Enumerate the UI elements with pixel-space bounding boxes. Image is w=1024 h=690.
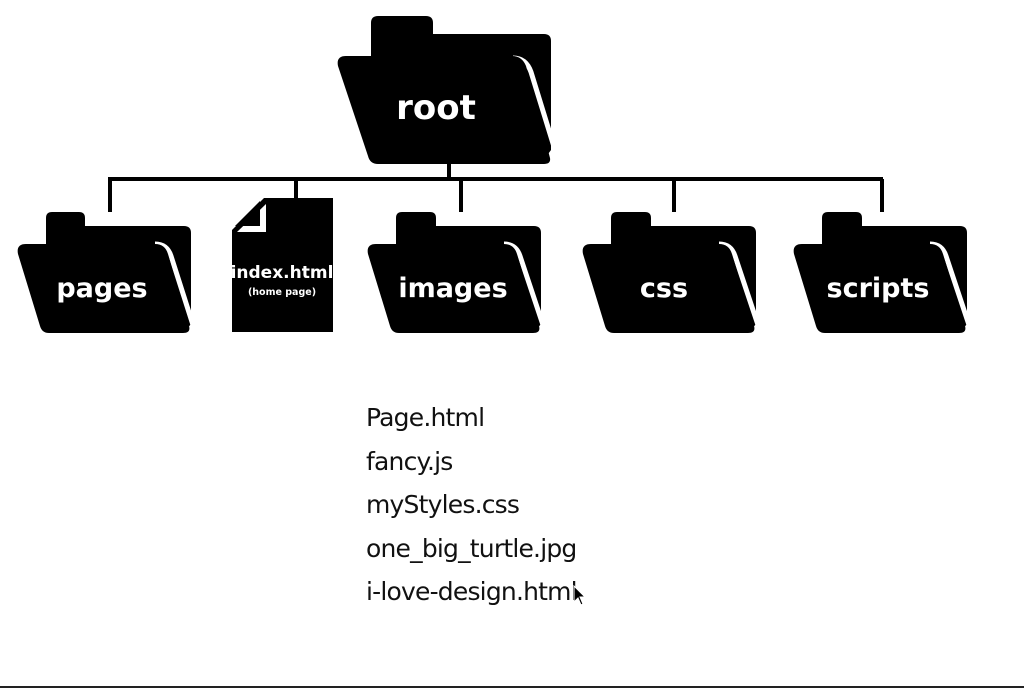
folder-css[interactable]: css xyxy=(582,212,761,333)
folder-icon xyxy=(793,212,972,333)
file-name-list: Page.html fancy.js myStyles.css one_big_… xyxy=(366,396,578,614)
folder-label: images xyxy=(398,273,507,304)
tree-connectors xyxy=(108,160,884,212)
folder-scripts[interactable]: scripts xyxy=(793,212,972,333)
file-label: index.html xyxy=(231,263,334,283)
folder-images[interactable]: images xyxy=(367,212,546,333)
list-item: one_big_turtle.jpg xyxy=(366,533,577,563)
file-icon xyxy=(232,198,333,332)
list-item: myStyles.css xyxy=(366,490,520,519)
cursor-icon xyxy=(573,585,587,606)
folder-icon xyxy=(337,16,558,164)
list-item: fancy.js xyxy=(366,446,453,476)
folder-icon xyxy=(17,212,196,333)
folder-icon xyxy=(367,212,546,333)
folder-pages[interactable]: pages xyxy=(17,212,196,333)
folder-icon xyxy=(582,212,761,333)
list-item: Page.html xyxy=(366,403,485,432)
bottom-divider xyxy=(0,686,1024,688)
folder-label: pages xyxy=(56,273,147,304)
root-folder[interactable]: root xyxy=(337,16,558,164)
file-index-html[interactable]: index.html (home page) xyxy=(231,198,334,332)
list-item: i-love-design.html xyxy=(366,577,578,606)
folder-label: css xyxy=(640,273,688,304)
root-label: root xyxy=(396,88,476,128)
folder-tree-diagram: root pages index.html (home page) images xyxy=(17,16,972,333)
folder-label: scripts xyxy=(827,273,930,304)
file-sublabel: (home page) xyxy=(248,287,316,298)
